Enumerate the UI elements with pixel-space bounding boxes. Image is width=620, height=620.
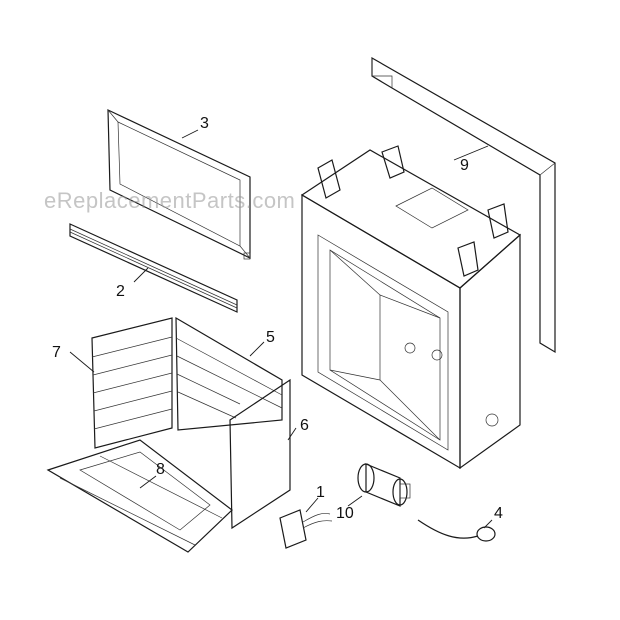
part-8-floor-brick-panel [46, 439, 233, 553]
part-3-door-frame [107, 109, 251, 260]
part-4-cable-switch [417, 519, 496, 542]
part-7-back-brick-panel [91, 317, 173, 449]
callout-10: 10 [336, 505, 354, 522]
part-6-side-panel [229, 378, 291, 530]
leader-lines [69, 129, 493, 529]
part-9-surround-frame [371, 56, 556, 354]
callout-labels: 1 2 3 4 5 6 7 8 9 10 [52, 115, 503, 522]
callout-7: 7 [52, 344, 61, 361]
callout-5: 5 [266, 329, 275, 346]
callout-1: 1 [316, 484, 325, 501]
watermark: eReplacementParts.com [44, 188, 296, 213]
callout-3: 3 [200, 115, 209, 132]
firebox-body [300, 145, 522, 470]
callout-6: 6 [300, 417, 309, 434]
callout-8: 8 [156, 461, 165, 478]
part-1-component [279, 509, 333, 549]
callout-2: 2 [116, 283, 125, 300]
part-5-side-brick-panel [175, 316, 283, 431]
callout-4: 4 [494, 505, 503, 522]
part-2-trim-bar [69, 223, 238, 313]
callout-9: 9 [460, 157, 469, 174]
part-10-cylinder-component [357, 463, 411, 507]
